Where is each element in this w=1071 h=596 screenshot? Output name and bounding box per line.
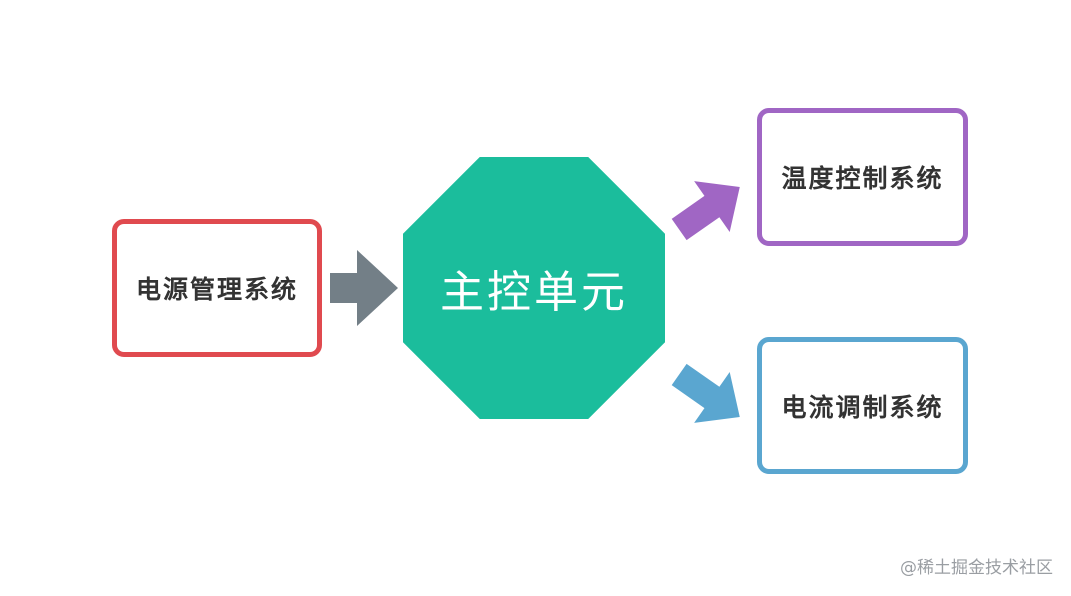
- power-management-node: 电源管理系统: [112, 219, 322, 357]
- main-control-unit-node: 主控单元: [403, 157, 665, 419]
- temperature-control-node: 温度控制系统: [757, 108, 968, 246]
- watermark: @稀土掘金技术社区: [900, 558, 1053, 578]
- current-modulation-label: 电流调制系统: [781, 392, 944, 422]
- arrow-center-to-current: [671, 363, 740, 423]
- arrow-power-to-center: [330, 250, 398, 326]
- temperature-control-label: 温度控制系统: [781, 164, 944, 193]
- current-modulation-node: 电流调制系统: [757, 337, 968, 474]
- power-management-label: 电源管理系统: [135, 275, 298, 304]
- main-control-unit-label: 主控单元: [440, 267, 628, 318]
- arrow-center-to-temp: [671, 181, 740, 241]
